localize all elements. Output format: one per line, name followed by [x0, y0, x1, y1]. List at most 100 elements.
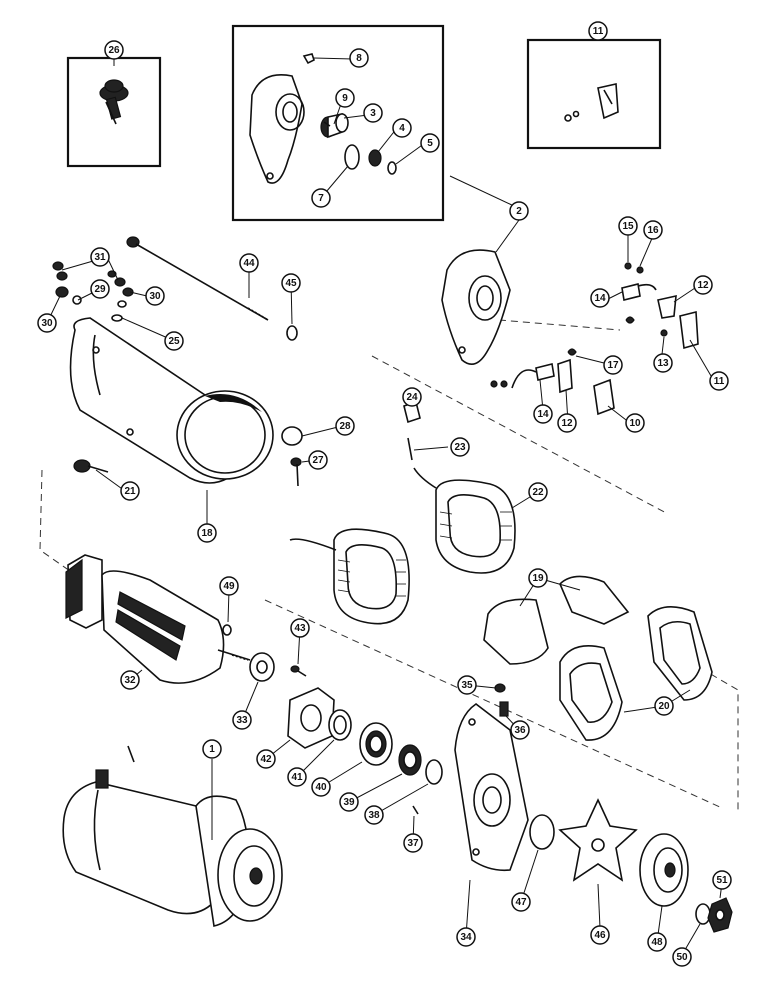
- inset-box-26: [66, 56, 162, 168]
- callout-11: 11: [709, 371, 729, 391]
- callout-circle: [90, 279, 110, 299]
- end-frame-34: [454, 703, 529, 872]
- callout-30: 30: [145, 286, 165, 306]
- spring-17: [625, 316, 635, 324]
- callout-9: 9: [335, 88, 355, 108]
- callout-5: 5: [420, 133, 440, 153]
- callout-circle: [588, 21, 608, 41]
- key-49: [222, 624, 232, 636]
- callout-circle: [145, 286, 165, 306]
- callout-label: 4: [399, 123, 405, 134]
- callout-label: 11: [714, 376, 725, 387]
- fan-46: [558, 798, 638, 882]
- callout-label: 27: [312, 455, 324, 466]
- callout-label: 11: [593, 26, 604, 37]
- spacer-47: [529, 814, 555, 850]
- callout-22: 22: [528, 482, 548, 502]
- bearing-40: [359, 722, 393, 766]
- nut-51: [707, 897, 733, 933]
- callout-circle: [557, 413, 577, 433]
- end-frame-2: [441, 249, 511, 366]
- callout-14: 14: [533, 404, 553, 424]
- washer-5: [387, 161, 397, 175]
- callout-label: 14: [594, 293, 606, 304]
- callout-circle: [335, 88, 355, 108]
- callout-38: 38: [364, 805, 384, 825]
- callout-circle: [256, 749, 276, 769]
- pole-pieces-20: [559, 606, 713, 741]
- callout-circle: [509, 201, 529, 221]
- bracket-12-lower: [557, 358, 573, 394]
- callout-circle: [311, 188, 331, 208]
- callout-label: 48: [651, 937, 663, 948]
- screw-35: [494, 683, 506, 693]
- callout-42: 42: [256, 749, 276, 769]
- callout-19: 19: [528, 568, 548, 588]
- callout-circle: [290, 618, 310, 638]
- callout-circle: [339, 792, 359, 812]
- callout-29: 29: [90, 279, 110, 299]
- dashed-guide-upper: [371, 355, 669, 515]
- terminal-23: [407, 437, 413, 461]
- callout-label: 44: [243, 258, 255, 269]
- callout-label: 8: [356, 53, 362, 64]
- callout-label: 46: [594, 930, 606, 941]
- callout-circle: [232, 710, 252, 730]
- callout-28: 28: [335, 416, 355, 436]
- callout-label: 51: [716, 875, 728, 886]
- terminal-stud-27: [290, 457, 302, 487]
- generator-assembly-1: [62, 745, 283, 927]
- callout-25: 25: [164, 331, 184, 351]
- callout-circle: [164, 331, 184, 351]
- callout-41: 41: [287, 767, 307, 787]
- callout-circle: [335, 416, 355, 436]
- callout-26: 26: [104, 40, 124, 60]
- callout-circle: [654, 696, 674, 716]
- bolt-with-washer-26: [99, 79, 129, 125]
- callout-label: 47: [515, 897, 527, 908]
- callout-circle: [120, 670, 140, 690]
- callout-label: 22: [532, 487, 544, 498]
- callout-31: 31: [90, 247, 110, 267]
- callout-label: 42: [260, 754, 272, 765]
- washer-50: [695, 903, 711, 925]
- callout-circle: [202, 739, 222, 759]
- seal-41: [328, 709, 352, 741]
- callout-7: 7: [311, 188, 331, 208]
- retainer-39: [398, 744, 422, 776]
- callout-label: 32: [124, 675, 136, 686]
- callout-13: 13: [653, 353, 673, 373]
- callout-21: 21: [120, 481, 140, 501]
- washer-33: [249, 652, 275, 682]
- callout-label: 36: [514, 725, 526, 736]
- callout-label: 37: [407, 838, 419, 849]
- callout-34: 34: [456, 927, 476, 947]
- pin-9: [323, 121, 331, 127]
- callout-circle: [653, 353, 673, 373]
- callout-circle: [647, 932, 667, 952]
- callout-35: 35: [457, 675, 477, 695]
- callout-label: 35: [461, 680, 473, 691]
- callout-36: 36: [510, 720, 530, 740]
- callout-39: 39: [339, 792, 359, 812]
- callout-circle: [120, 481, 140, 501]
- callout-circle: [197, 523, 217, 543]
- callout-label: 29: [94, 284, 106, 295]
- callout-label: 41: [291, 772, 303, 783]
- callout-50: 50: [672, 947, 692, 967]
- callout-label: 1: [209, 744, 215, 755]
- callout-label: 12: [561, 418, 573, 429]
- callout-33: 33: [232, 710, 252, 730]
- callout-label: 2: [516, 206, 522, 217]
- callout-14: 14: [590, 288, 610, 308]
- callout-label: 19: [532, 573, 544, 584]
- callout-circle: [392, 118, 412, 138]
- callout-label: 26: [108, 45, 120, 56]
- callout-circle: [511, 892, 531, 912]
- callout-20: 20: [654, 696, 674, 716]
- callout-label: 39: [343, 797, 355, 808]
- callout-label: 31: [94, 252, 106, 263]
- callout-circle: [456, 927, 476, 947]
- callout-circle: [510, 720, 530, 740]
- callout-circle: [709, 371, 729, 391]
